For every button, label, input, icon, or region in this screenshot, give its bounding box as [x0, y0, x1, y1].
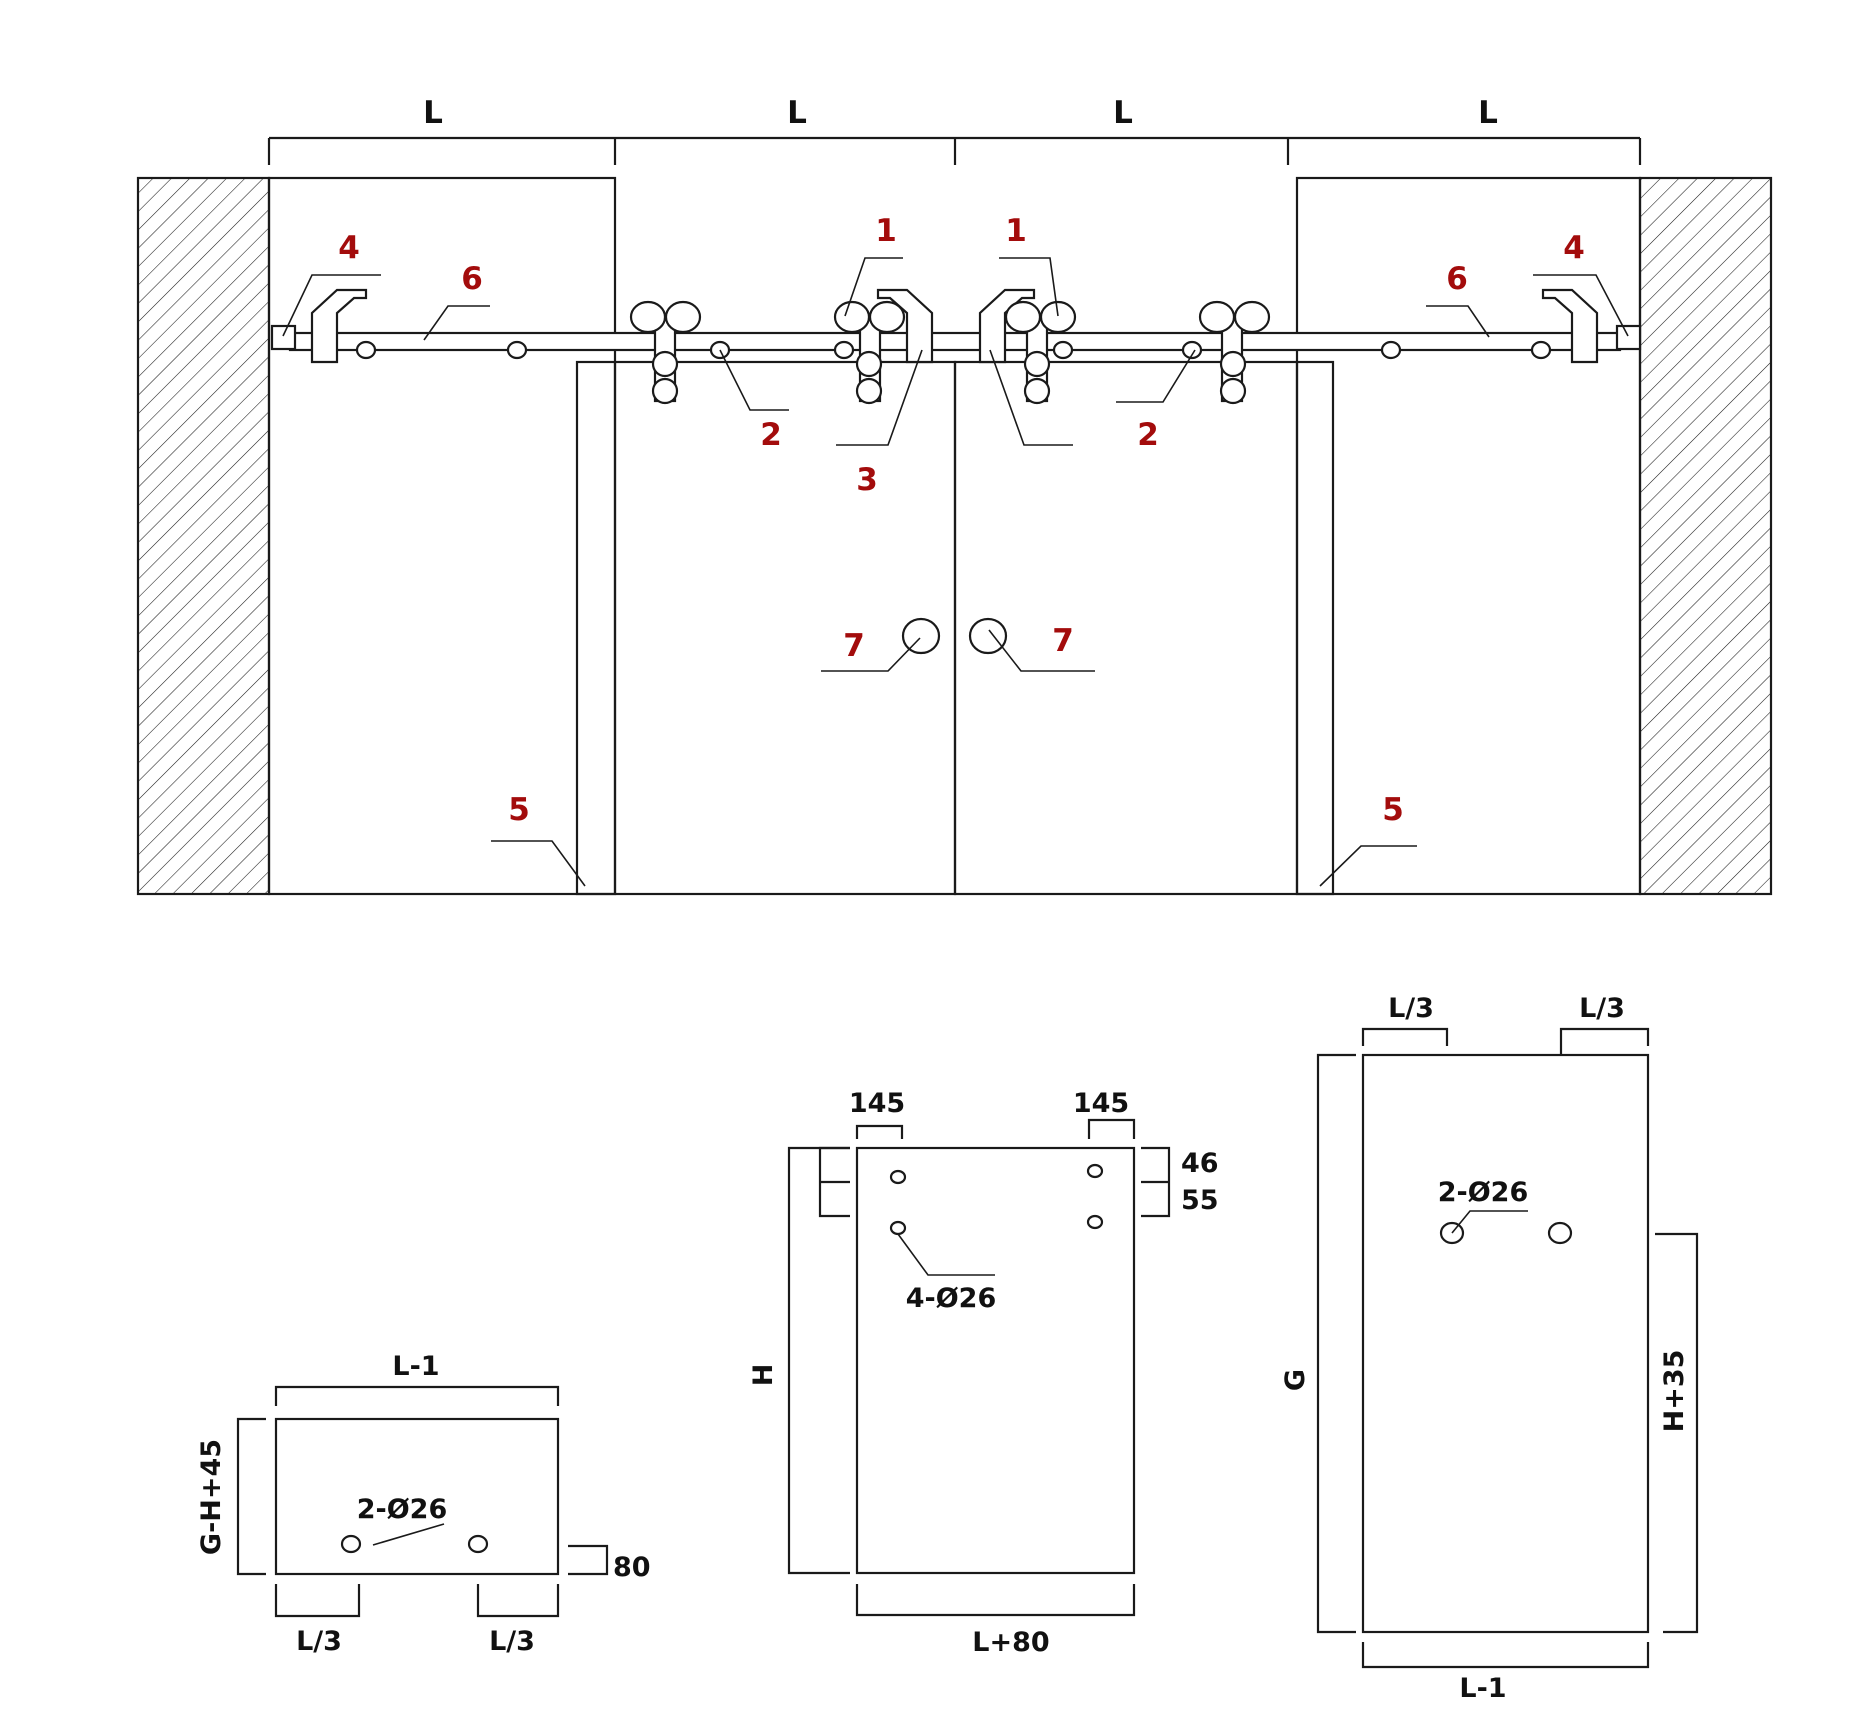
fixed-panel-left [267, 176, 617, 896]
clamp-left [876, 288, 934, 364]
tall-panel-width: L-1 [1459, 1673, 1506, 1704]
callout-leaders [282, 257, 1629, 887]
small-panel-height: G-H+45 [196, 1439, 227, 1555]
callout-5-left: 5 [508, 792, 530, 828]
handle-left [901, 617, 941, 655]
clamp-right [978, 288, 1036, 364]
right-wall [1638, 176, 1773, 896]
small-panel-holes: 2-Ø26 [357, 1494, 448, 1525]
callout-3: 3 [856, 462, 878, 498]
roller-assembly-3 [1004, 300, 1077, 405]
callout-6-right: 6 [1446, 261, 1468, 297]
handle-right [968, 617, 1008, 655]
door-top-right: 145 [1073, 1088, 1129, 1119]
fixed-panel-right [1295, 176, 1642, 896]
span-dimension-line [267, 136, 1642, 165]
callout-1-right: 1 [1005, 213, 1027, 249]
sliding-door-detail: 145 145 46 55 4-Ø26 H L+80 [748, 1088, 1219, 1658]
callout-1-left: 1 [875, 213, 897, 249]
door-top-left: 145 [849, 1088, 905, 1119]
stopper-right [1541, 288, 1599, 364]
tall-panel-top-left: L/3 [1388, 993, 1434, 1024]
small-panel-hole-right: L/3 [489, 1626, 535, 1657]
callout-2-right: 2 [1137, 417, 1159, 453]
stopper-left [310, 288, 368, 364]
roller-assembly-4 [1198, 300, 1271, 405]
door-holes: 4-Ø26 [906, 1283, 997, 1314]
small-panel-width: L-1 [392, 1351, 439, 1382]
callout-7-right: 7 [1052, 623, 1074, 659]
callout-2-left: 2 [760, 417, 782, 453]
small-panel-hole-offset: 80 [613, 1552, 651, 1583]
span-label-3: L [1113, 95, 1133, 131]
door-right-lower: 55 [1181, 1185, 1219, 1216]
sliding-door-right [953, 360, 1335, 896]
rail-end-left [270, 324, 297, 351]
span-label-1: L [423, 95, 443, 131]
fixed-panel-small: L-1 G-H+45 2-Ø26 80 L/3 L/3 [196, 1351, 651, 1657]
door-width: L+80 [972, 1627, 1049, 1658]
span-label-2: L [787, 95, 807, 131]
rail-spacers [355, 340, 1552, 360]
small-panel-hole-left: L/3 [296, 1626, 342, 1657]
tall-panel-height: G [1280, 1369, 1311, 1391]
callout-7-left: 7 [843, 628, 865, 664]
front-view: L L L L 4 4 6 6 1 1 2 2 3 7 [136, 95, 1773, 896]
door-height: H [748, 1364, 779, 1387]
door-right-upper: 46 [1181, 1148, 1219, 1179]
rail-end-right [1615, 324, 1642, 351]
roller-assembly-2 [833, 300, 906, 405]
tall-panel-holes-height: H+35 [1659, 1350, 1690, 1433]
callout-4-right: 4 [1563, 230, 1585, 266]
top-rail [288, 331, 1622, 352]
callout-5-right: 5 [1382, 792, 1404, 828]
callout-4-left: 4 [338, 230, 360, 266]
tall-panel-holes: 2-Ø26 [1438, 1177, 1529, 1208]
roller-assembly-1 [629, 300, 702, 405]
left-wall [136, 176, 271, 896]
fixed-panel-tall: L/3 L/3 2-Ø26 G H+35 L-1 [1280, 993, 1699, 1704]
callout-6-left: 6 [461, 261, 483, 297]
span-label-4: L [1478, 95, 1498, 131]
tall-panel-top-right: L/3 [1579, 993, 1625, 1024]
